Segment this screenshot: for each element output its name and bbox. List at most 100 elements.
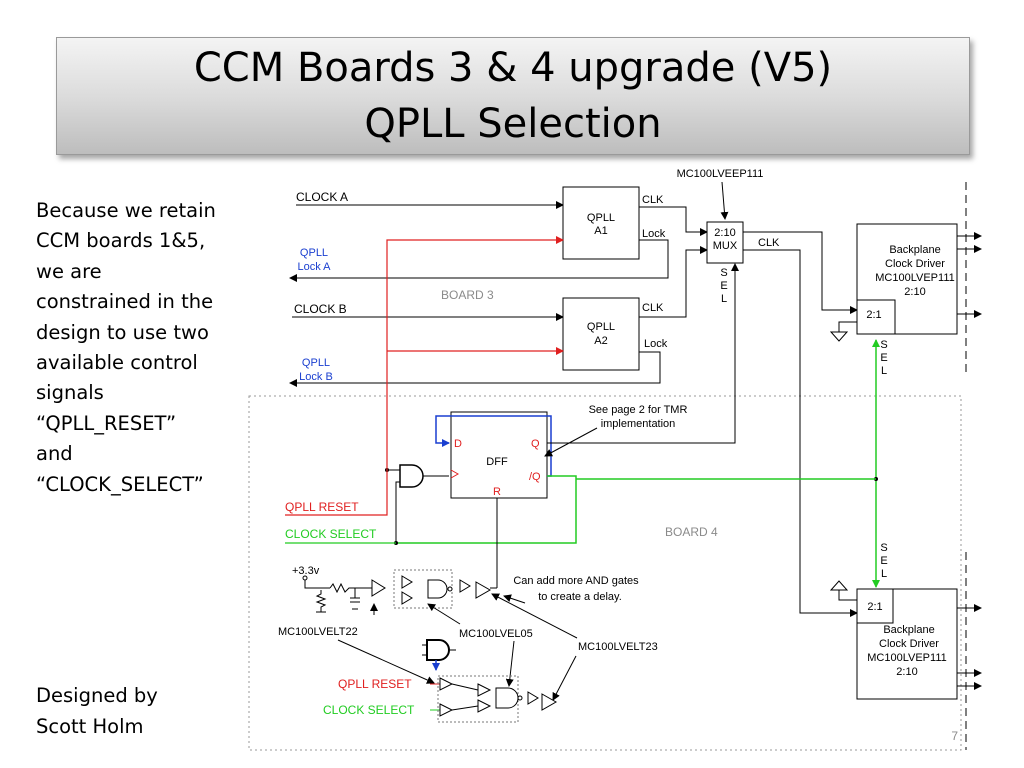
part-elt23-label: MC100LVELT23: [578, 641, 658, 653]
resistor-icon: [329, 582, 372, 594]
board4-label: BOARD 4: [665, 525, 718, 539]
body-line: design to use two: [36, 320, 209, 344]
qpll-lock-b-label-1: QPLL: [302, 357, 330, 369]
dff-r-pin: R: [493, 486, 501, 498]
bp2-vcc-wire: [838, 590, 857, 601]
bp1-label-4: 2:10: [904, 286, 925, 298]
qpll-a1-label-1: QPLL: [587, 212, 615, 224]
input-and-gate-icon: [495, 687, 519, 709]
board4-outline: [248, 395, 962, 751]
mux-sel-s: S: [720, 267, 727, 279]
body-line: CCM boards 1&5,: [36, 229, 206, 253]
el05-pointer-1: [427, 603, 461, 625]
elt22-pointer: [337, 639, 435, 684]
legend-and-gate-icon: [426, 639, 450, 661]
a1-clk-wire: [639, 206, 708, 236]
mux-label-2: MUX: [713, 240, 738, 252]
board3-label: BOARD 3: [441, 288, 494, 302]
dff-block: [450, 411, 548, 499]
designed-by-label: Designed by: [36, 684, 158, 707]
mux-to-bp1-wire: [743, 231, 858, 314]
mux-label-1: 2:10: [714, 227, 735, 239]
mux-sel-l: L: [721, 293, 727, 305]
body-line: Because we retain: [36, 199, 216, 222]
qpll-a1-lock-label: Lock: [642, 228, 666, 240]
dff-clock-pin-icon: [450, 469, 460, 479]
designer-name: Scott Holm: [36, 715, 144, 738]
bp1-sel-l: L: [881, 365, 887, 377]
and-note-line2: to create a delay.: [538, 591, 622, 603]
and-gate-icon: [399, 464, 424, 488]
elt23-pointer-2: [552, 655, 577, 701]
qpll-a1-block: [562, 186, 640, 260]
dff-label: DFF: [486, 456, 508, 468]
output-buffer-icon: [475, 581, 492, 599]
qpll-reset-label: QPLL RESET: [285, 500, 359, 514]
dff-d-pin: D: [454, 438, 462, 450]
bp2-sel-l: L: [881, 568, 887, 580]
bp1-sel-s: S: [880, 339, 887, 351]
reset-to-a1-wire: [285, 236, 564, 516]
slide-title-line2: QPLL Selection: [364, 101, 662, 147]
a2-clk-wire: [639, 246, 708, 318]
clock-b-label: CLOCK B: [294, 302, 347, 316]
translator-icon: [371, 579, 386, 597]
mux-clk-label: CLK: [758, 237, 780, 249]
dff-qbar-pin: /Q: [529, 471, 541, 483]
bp1-21-label: 2:1: [866, 309, 881, 321]
buffer-1-icon: [401, 575, 413, 589]
input-buffer-4-icon: [477, 699, 492, 713]
and-note-pointer: [503, 594, 526, 604]
elt23-pointer-1: [491, 593, 578, 639]
mux-sel-e: E: [720, 280, 727, 292]
dff-q-to-mux-wire: [547, 263, 739, 444]
bp1-label-2: Clock Driver: [885, 258, 945, 270]
input-bubble-icon: [517, 695, 523, 701]
vcc-wire: [304, 580, 330, 589]
ground-icon: [829, 331, 849, 342]
body-line: constrained in the: [36, 290, 214, 314]
and-input-b: [395, 481, 400, 543]
input-buffer-3-icon: [477, 683, 492, 697]
dff-qbar-green-wire-left: [396, 475, 577, 544]
buffer-3-icon: [459, 579, 471, 593]
bp2-sel-e: E: [880, 555, 887, 567]
bp1-sel-e: E: [880, 352, 887, 364]
qpll-a2-label-1: QPLL: [587, 321, 615, 333]
and-gate-2-icon: [427, 579, 448, 599]
bp2-label-4: 2:10: [896, 666, 917, 678]
vcc-label: +3.3v: [292, 565, 320, 577]
lock-a-wire: [289, 239, 669, 282]
dff-q-pin: Q: [531, 438, 540, 450]
input-gate-group: [437, 675, 519, 723]
page-number: 7: [951, 729, 958, 743]
designer-credit: Designed by Scott Holm: [36, 680, 158, 742]
title-banner: CCM Boards 3 & 4 upgrade (V5) QPLL Selec…: [56, 37, 970, 155]
qpll-a2-label-2: A2: [594, 335, 607, 347]
inverter-bubble-icon: [447, 586, 453, 592]
qpll-a2-lock-label: Lock: [644, 338, 668, 350]
bp2-21-label: 2:1: [867, 601, 882, 613]
input-buffer-1-icon: [439, 677, 454, 691]
tmr-note-line1: See page 2 for TMR: [589, 404, 688, 416]
tmr-note-pointer: [544, 427, 598, 457]
bp2-label-3: MC100LVEP111: [867, 652, 947, 664]
clock-select-input-label: CLOCK SELECT: [323, 703, 415, 717]
mux-part-pointer: [720, 181, 729, 220]
clock-select-label: CLOCK SELECT: [285, 527, 377, 541]
bp2-label-2: Clock Driver: [879, 638, 939, 650]
input-net-2: [451, 705, 479, 711]
el05-pointer-2: [505, 640, 515, 687]
input-output-buffer-icon: [541, 693, 558, 711]
body-text: Because we retain CCM boards 1&5, we are…: [36, 196, 236, 500]
mux-block: [706, 221, 744, 264]
body-line: “QPLL_RESET”: [36, 411, 177, 435]
bp1-label-1: Backplane: [889, 244, 940, 256]
bp1-21-mux: [856, 299, 896, 335]
qpll-a1-label-2: A1: [594, 225, 607, 237]
bp1-label-3: MC100LVEP111: [875, 272, 955, 284]
qpll-lock-a-label-2: Lock A: [297, 261, 331, 273]
input-net-1: [451, 683, 479, 691]
bp2-sel-s: S: [880, 542, 887, 554]
